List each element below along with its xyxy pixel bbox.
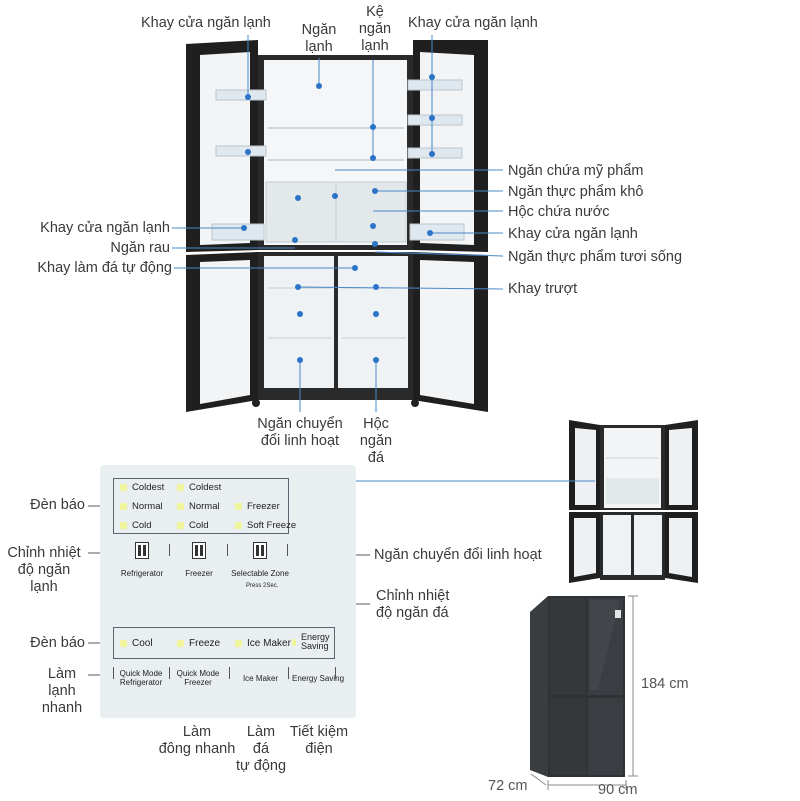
label-freezer-temp: Chỉnh nhiệt độ ngăn đá [376, 588, 450, 621]
indicator-ice-maker: Ice Maker [235, 638, 291, 649]
indicator-coldest-2: Coldest [177, 482, 221, 493]
separator [229, 667, 230, 679]
indicator-cold-2: Cold [177, 520, 209, 531]
label-ice-maker-tray: Khay làm đá tự động [37, 260, 172, 276]
label-dry-food: Ngăn thực phẩm khô [508, 184, 644, 200]
label-quick-freeze: Làm đông nhanh [158, 724, 236, 757]
ice-maker-button[interactable]: Ice Maker [242, 674, 279, 683]
main-fridge-markers [241, 74, 435, 363]
separator [227, 544, 228, 556]
led-icon [177, 484, 184, 491]
led-icon [292, 638, 296, 646]
temp-bar-icon [135, 542, 149, 559]
label-water-box: Hộc chứa nước [508, 204, 610, 220]
label-door-tray-left: Khay cửa ngăn lạnh [40, 220, 170, 236]
label-fresh-food: Ngăn thực phẩm tươi sống [508, 249, 683, 265]
separator [169, 544, 170, 556]
label-indicator-1: Đèn báo [30, 497, 85, 513]
led-icon [235, 640, 242, 647]
indicator-box-modes [113, 627, 335, 659]
led-icon [177, 522, 184, 529]
temp-bar-icon [192, 542, 206, 559]
led-icon [120, 484, 127, 491]
label-fridge-compartment: Ngăn lạnh [301, 22, 337, 55]
label-ice-drawer: Hộc ngăn đá [359, 416, 393, 466]
indicator-freeze: Freeze [177, 638, 220, 649]
dimension-depth: 72 cm [488, 778, 528, 794]
led-icon [120, 503, 127, 510]
energy-saving-button[interactable]: Energy Saving [291, 674, 345, 683]
led-icon [235, 522, 242, 529]
closed-fridge [530, 596, 625, 777]
small-open-fridge [569, 420, 698, 583]
temp-bar-icon [253, 542, 267, 559]
led-icon [120, 522, 127, 529]
dimension-lines [530, 595, 638, 790]
main-fridge-illustration [186, 40, 488, 412]
led-icon [177, 640, 184, 647]
dimension-width: 90 cm [598, 782, 638, 798]
main-fridge-leader-lines [172, 35, 504, 412]
indicator-energy-saving: Energy Saving [292, 633, 334, 651]
indicator-box-temperature [113, 478, 289, 534]
indicator-freezer: Freezer [235, 501, 280, 512]
separator [288, 667, 289, 679]
freezer-button[interactable]: Freezer [185, 569, 213, 578]
separator [335, 667, 336, 679]
led-icon [177, 503, 184, 510]
led-icon [235, 503, 242, 510]
label-quick-cool: Làm lạnh nhanh [41, 666, 83, 716]
label-sliding-tray: Khay trượt [508, 281, 578, 297]
refrigerator-button[interactable]: Refrigerator [120, 569, 164, 578]
label-indicator-2: Đèn báo [30, 635, 85, 651]
separator [169, 667, 170, 679]
indicator-normal-1: Normal [120, 501, 163, 512]
selectable-zone-button[interactable]: Selectable Zone [231, 569, 289, 578]
label-fridge-shelf: Kệ ngăn lạnh [358, 4, 392, 54]
quick-mode-refrigerator-button[interactable]: Quick Mode Refrigerator [119, 669, 163, 687]
label-flex-zone-switch: Ngăn chuyển đổi linh hoạt [374, 547, 542, 563]
indicator-cool: Cool [120, 638, 153, 649]
indicator-soft-freeze: Soft Freeze [235, 520, 296, 531]
label-vegetable: Ngăn rau [110, 240, 170, 256]
press-note: Press 2Sec. [246, 583, 279, 589]
led-icon [120, 640, 127, 647]
label-cosmetics: Ngăn chứa mỹ phẩm [508, 163, 644, 179]
control-panel: Coldest Normal Cold Coldest Normal Cold … [100, 465, 356, 718]
label-door-tray-top-right: Khay cửa ngăn lạnh [408, 15, 538, 31]
indicator-cold-1: Cold [120, 520, 152, 531]
label-door-tray-right: Khay cửa ngăn lạnh [508, 226, 638, 242]
indicator-coldest-1: Coldest [120, 482, 164, 493]
separator [113, 667, 114, 679]
label-door-tray-top-left: Khay cửa ngăn lạnh [141, 15, 271, 31]
quick-mode-freezer-button[interactable]: Quick Mode Freezer [176, 669, 220, 687]
label-energy-save: Tiết kiệm điện [289, 724, 349, 757]
indicator-normal-2: Normal [177, 501, 220, 512]
label-auto-ice: Làm đá tự động [235, 724, 287, 774]
separator [287, 544, 288, 556]
label-fridge-temp: Chỉnh nhiệt độ ngăn lạnh [7, 545, 81, 595]
label-flex-zone: Ngăn chuyển đổi linh hoạt [257, 416, 343, 449]
dimension-height: 184 cm [641, 676, 689, 692]
